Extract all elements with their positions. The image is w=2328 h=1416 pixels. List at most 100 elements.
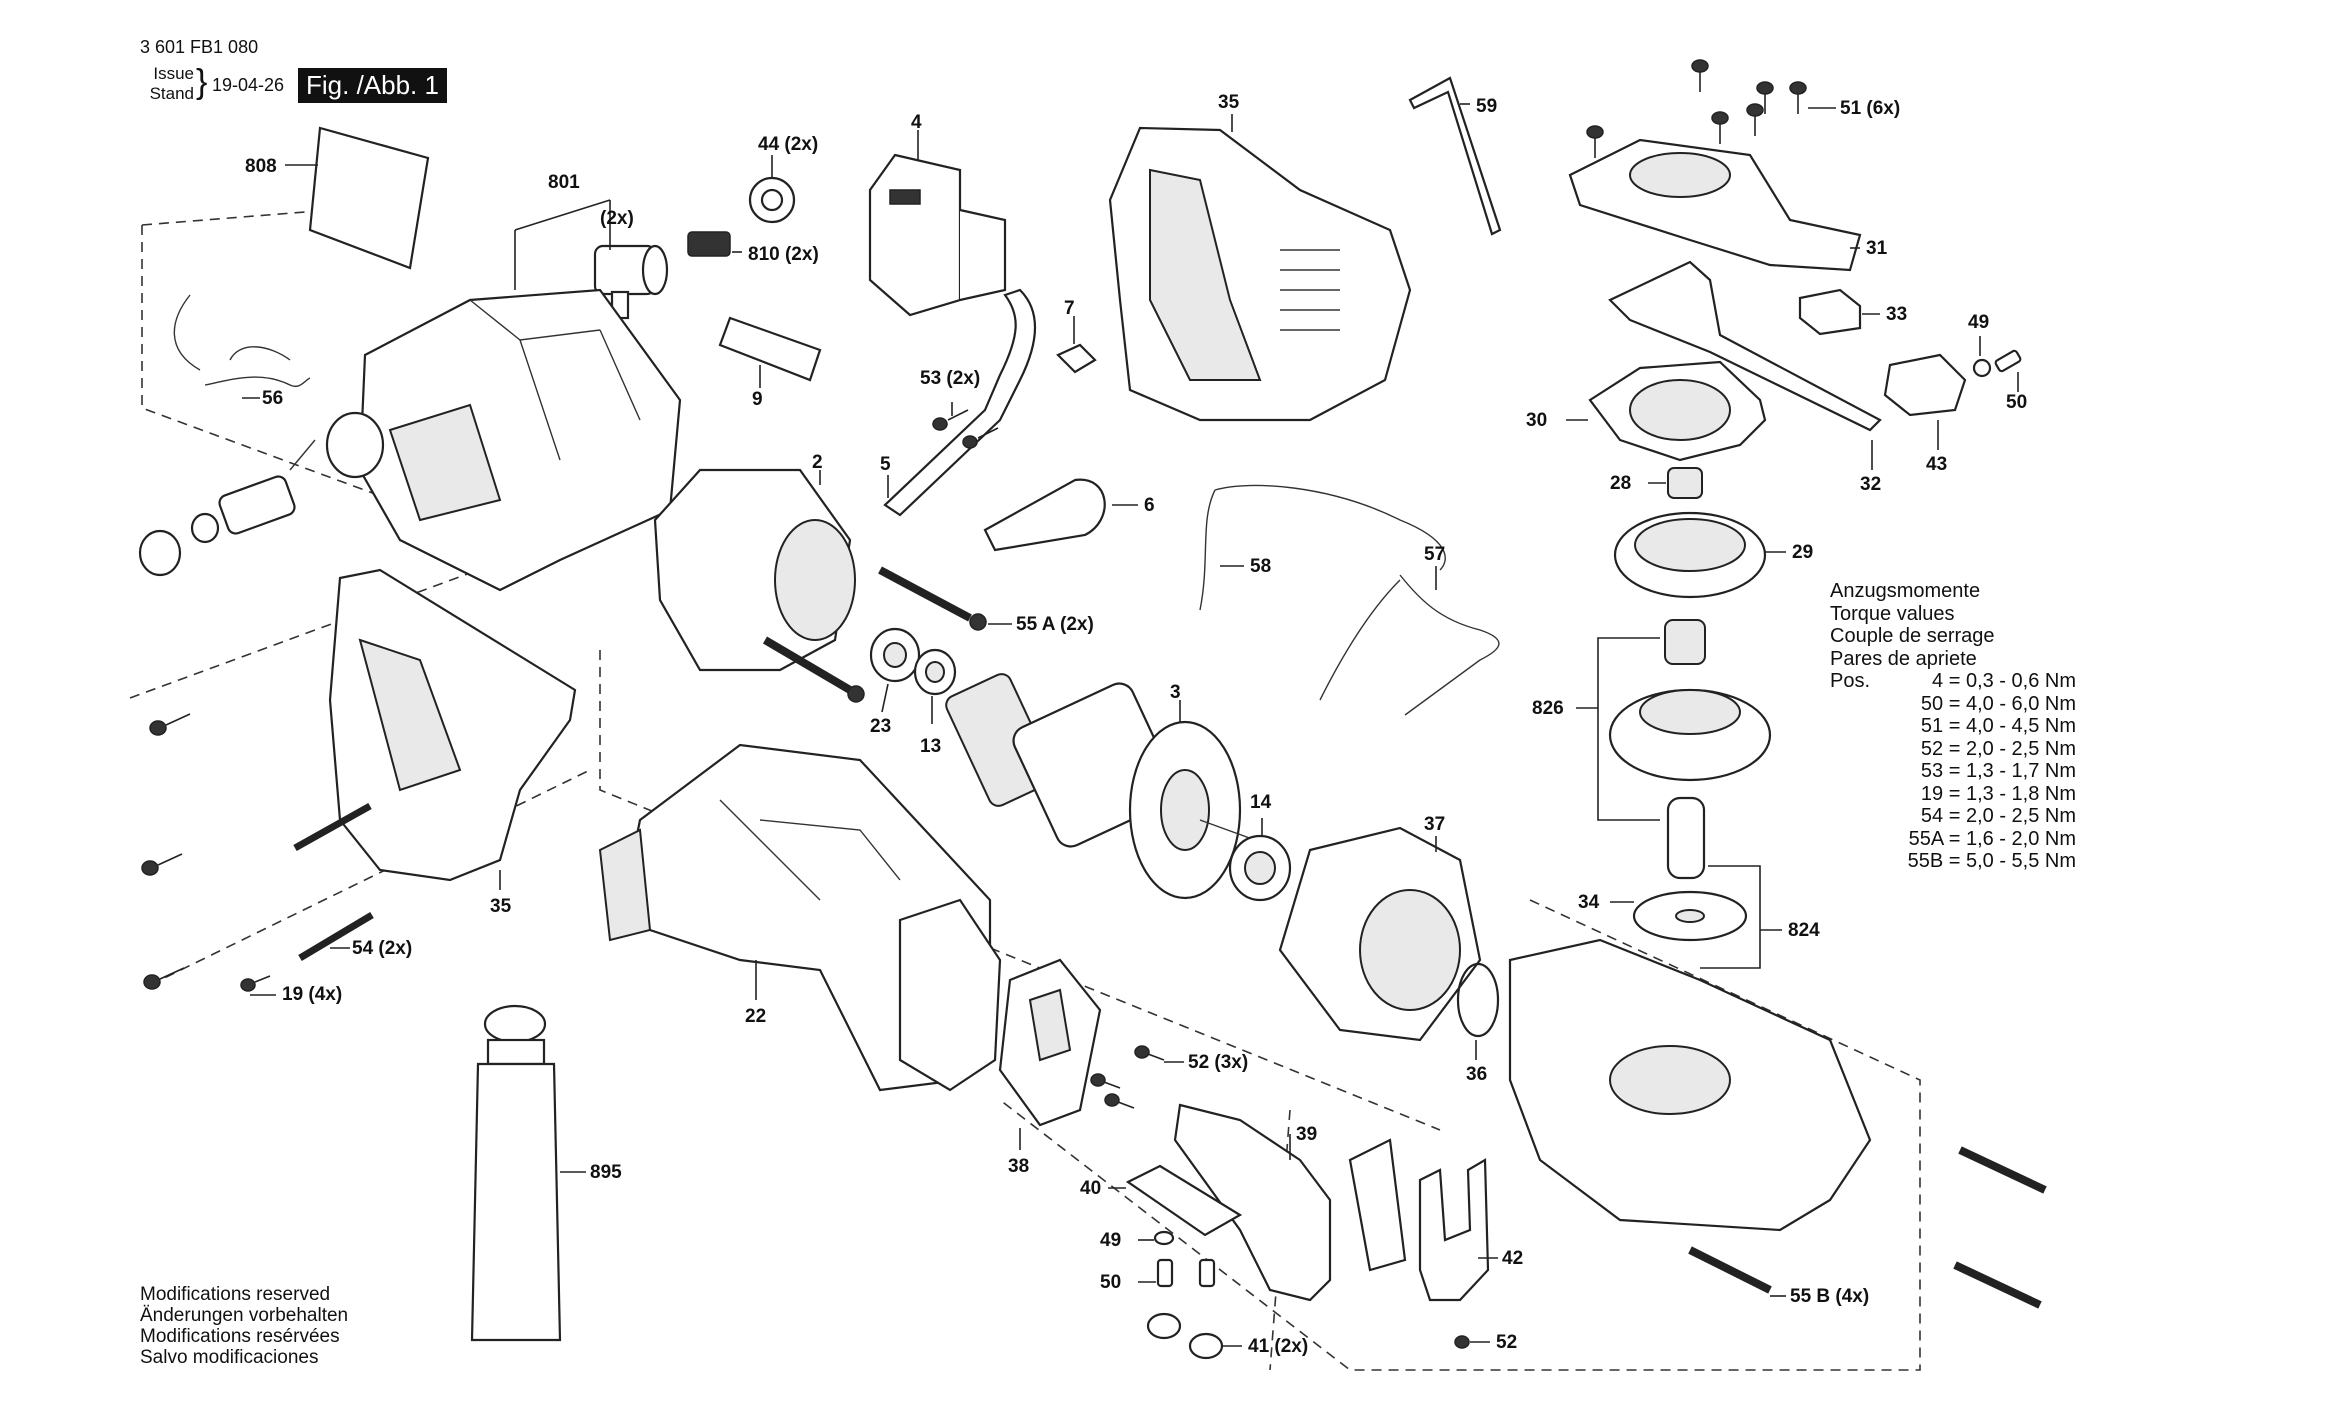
part-52-screws	[1090, 1045, 1184, 1109]
part-801-brush-holder	[514, 199, 669, 320]
part-810-carbon-brush	[687, 231, 742, 257]
part-37-fan-baffle	[1278, 826, 1482, 1042]
issue-label: Issue	[153, 64, 194, 83]
label-35-top: 35	[1218, 92, 1240, 113]
torque-title-en: Torque values	[1830, 602, 1955, 625]
label-4: 4	[911, 112, 922, 133]
part-42-lever	[1418, 1158, 1498, 1302]
part-58-cable	[1199, 484, 1446, 611]
part-824-pin-washer	[1610, 796, 1782, 969]
label-34: 34	[1578, 892, 1600, 913]
part-40-plate	[1108, 1164, 1243, 1237]
part-gear-housing	[1508, 938, 1872, 1232]
torque-value: 55B = 5,0 - 5,5 Nm	[1907, 850, 2076, 872]
torque-value: 19 = 1,3 - 1,8 Nm	[1920, 782, 2076, 805]
label-55b: 55 B (4x)	[1790, 1286, 1869, 1307]
label-2: 2	[812, 452, 823, 473]
label-37: 37	[1424, 814, 1445, 835]
part-43-blade-clamp	[1883, 353, 1967, 450]
label-2x: (2x)	[600, 208, 634, 229]
label-19: 19 (4x)	[282, 984, 342, 1005]
label-50-bottom: 50	[1100, 1272, 1121, 1293]
torque-row: 55A = 1,6 - 2,0 Nm	[1830, 828, 2076, 851]
label-9: 9	[752, 389, 763, 410]
part-4-switch	[868, 130, 1007, 317]
torque-value: 55A = 1,6 - 2,0 Nm	[1908, 827, 2076, 850]
part-23-13-bearings	[869, 627, 957, 724]
label-54: 54 (2x)	[352, 938, 412, 959]
torque-title-de: Anzugsmomente	[1830, 580, 1981, 602]
part-14-bearing	[1228, 818, 1292, 902]
part-3-armature	[945, 673, 1256, 900]
part-31-gear-cover	[1568, 138, 1862, 272]
part-36-o-ring	[1456, 962, 1500, 1060]
part-2-stator	[653, 468, 856, 672]
label-7: 7	[1064, 298, 1075, 319]
label-33: 33	[1886, 304, 1907, 325]
label-44: 44 (2x)	[758, 134, 818, 155]
label-895: 895	[590, 1162, 622, 1183]
label-30: 30	[1526, 410, 1547, 431]
part-33-guide-block	[1798, 288, 1880, 336]
part-35-housing-half-top	[1108, 114, 1412, 422]
label-6: 6	[1144, 495, 1155, 516]
label-810: 810 (2x)	[748, 244, 819, 265]
label-50-top: 50	[2006, 392, 2027, 413]
part-52-single-screw	[1454, 1335, 1490, 1349]
label-51: 51 (6x)	[1840, 98, 1900, 119]
part-55a-screws	[762, 566, 1012, 703]
part-51-screws	[1586, 59, 1836, 158]
label-32: 32	[1860, 474, 1881, 495]
torque-value: 52 = 2,0 - 2,5 Nm	[1920, 737, 2076, 760]
modifications-de: Änderungen vorbehalten	[140, 1305, 349, 1326]
part-35-housing-half-left	[328, 568, 577, 890]
label-28: 28	[1610, 473, 1631, 494]
label-801: 801	[548, 172, 580, 193]
torque-pos-label: Pos.	[1830, 670, 1871, 692]
part-28-needle-bearing	[1648, 467, 1703, 499]
part-bottom-fasteners	[1138, 1230, 1242, 1360]
part-895-grease-tube	[470, 1004, 586, 1342]
part-826-eccentric-gear	[1576, 619, 1772, 821]
part-32-plunger	[1608, 260, 1882, 470]
label-43: 43	[1926, 454, 1947, 475]
label-808: 808	[245, 156, 277, 177]
part-57-cable	[1319, 566, 1500, 716]
part-55b-screws	[1688, 1146, 2047, 1309]
stand-label: Stand	[149, 84, 194, 103]
part-38-gasket	[998, 958, 1102, 1150]
label-824: 824	[1788, 920, 1820, 941]
issue-date: 19-04-26	[212, 75, 285, 95]
label-52-single: 52	[1496, 1332, 1517, 1353]
label-36: 36	[1466, 1064, 1487, 1085]
torque-row: 19 = 1,3 - 1,8 Nm	[1830, 783, 2076, 806]
label-39: 39	[1296, 1124, 1317, 1145]
label-49-bottom: 49	[1100, 1230, 1121, 1251]
label-41: 41 (2x)	[1248, 1336, 1308, 1357]
label-14: 14	[1250, 792, 1272, 813]
label-13: 13	[920, 736, 941, 757]
torque-value: 54 = 2,0 - 2,5 Nm	[1920, 805, 2076, 827]
part-49-50-screw-washer	[1972, 336, 2022, 392]
label-826: 826	[1532, 698, 1564, 719]
part-808-label	[285, 126, 430, 270]
part-6-knob-cover	[983, 478, 1138, 552]
label-42: 42	[1502, 1248, 1523, 1269]
torque-title-es: Pares de apriete	[1830, 647, 1977, 670]
torque-row: 52 = 2,0 - 2,5 Nm	[1830, 738, 2076, 761]
torque-row: 53 = 1,3 - 1,7 Nm	[1830, 760, 2076, 783]
torque-value: 50 = 4,0 - 6,0 Nm	[1920, 692, 2076, 715]
label-56: 56	[262, 388, 283, 409]
issue-brace: }	[196, 63, 208, 101]
label-22: 22	[745, 1006, 766, 1027]
label-38: 38	[1008, 1156, 1029, 1177]
label-52-3x: 52 (3x)	[1188, 1052, 1248, 1073]
part-56-wire-set	[173, 294, 311, 399]
document-number: 3 601 FB1 080	[140, 37, 259, 57]
part-59-hex-key	[1408, 76, 1502, 236]
label-3: 3	[1170, 682, 1181, 703]
label-5: 5	[880, 454, 891, 475]
part-39-foot-shoe	[1173, 1103, 1407, 1302]
